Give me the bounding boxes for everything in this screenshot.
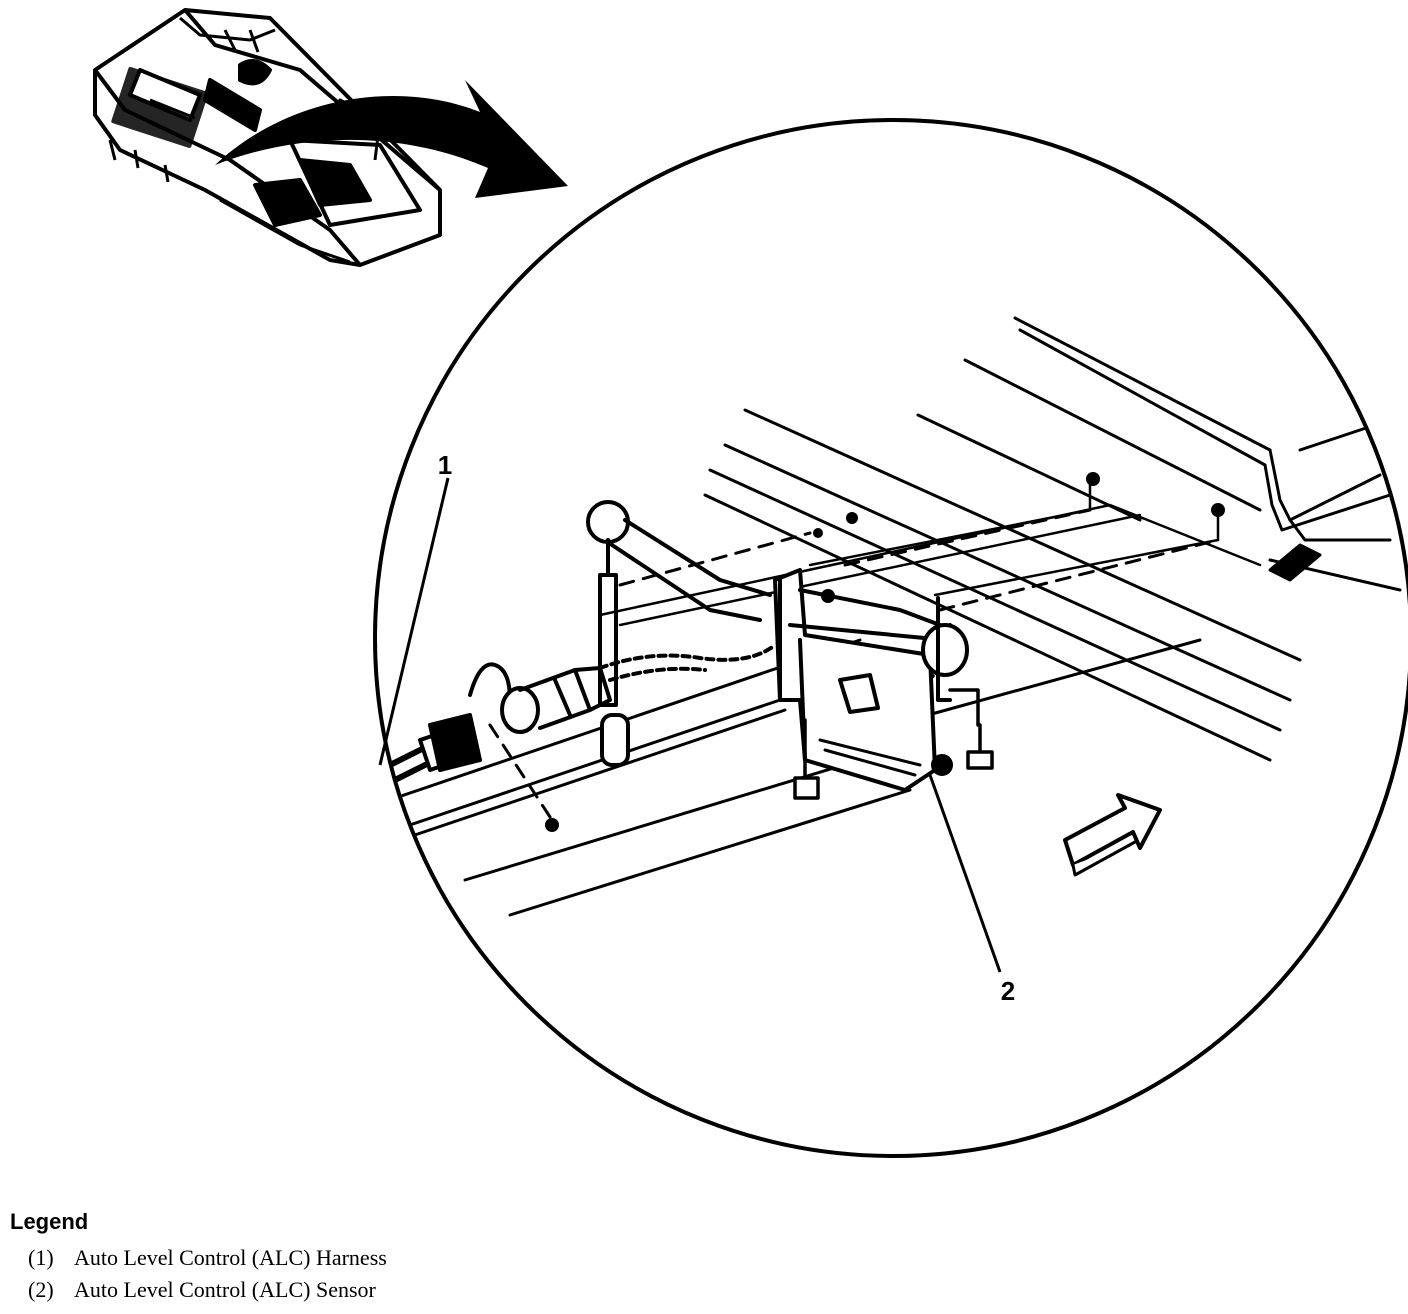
detail-view-circle [373,118,1408,1158]
legend-item-label: Auto Level Control (ALC) Sensor [74,1277,376,1302]
detail-view-contents [375,316,1402,917]
callout-2: 2 [1001,976,1015,1006]
legend-item-label: Auto Level Control (ALC) Harness [74,1245,387,1270]
legend-title: Legend [10,1209,89,1234]
legend-item-harness: (1) Auto Level Control (ALC) Harness [28,1242,910,1274]
legend-item-sensor: (2) Auto Level Control (ALC) Sensor [28,1274,910,1306]
legend-item-number: (1) [28,1245,54,1270]
alc-sensor-diagram: 1 2 [93,8,1408,1158]
legend: Legend (1) Auto Level Control (ALC) Harne… [10,1208,910,1306]
callout-1: 1 [438,450,452,480]
legend-item-number: (2) [28,1277,54,1302]
forward-direction-arrow-icon [1063,793,1162,877]
curved-arrow-icon [215,80,568,198]
vehicle-overview-illustration [93,8,442,267]
